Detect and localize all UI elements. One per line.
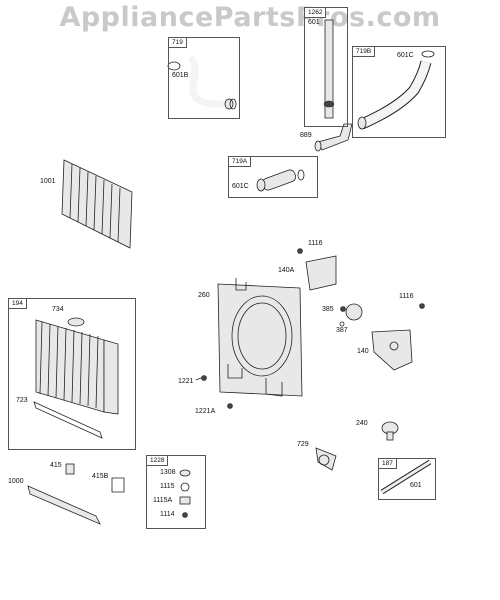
kit-box-label: 187 — [379, 459, 397, 469]
watermark-text: AppliancePartsPros.com — [59, 2, 441, 33]
kit-box-719B: 719B — [352, 46, 446, 138]
kit-box-label: 719A — [229, 157, 252, 167]
part-label-1308: 1308 — [160, 469, 176, 476]
kit-box-label: 719B — [353, 47, 376, 57]
kit-box-1262: 1262 — [304, 7, 348, 127]
part-label-1221A: 1221A — [195, 408, 216, 415]
kit-box-1228: 1228 — [146, 455, 206, 529]
hose-719A-drawing — [256, 169, 305, 192]
part-label-415: 415 — [50, 462, 62, 469]
part-label-734: 734 — [52, 306, 64, 313]
screen-1001-drawing — [61, 159, 133, 249]
seal-1000-drawing — [27, 485, 101, 525]
part-label-601C-mid: 601C — [232, 183, 249, 190]
part-label-729: 729 — [297, 441, 309, 448]
hose-719B-drawing — [357, 50, 435, 130]
bolts-1221-drawing — [195, 375, 233, 409]
kit-box-label: 1262 — [305, 8, 327, 18]
part-label-601: 601 — [308, 19, 320, 26]
part-label-260: 260 — [198, 292, 210, 299]
kit-box-194: 194 — [8, 298, 136, 450]
part-label-240: 240 — [356, 420, 368, 427]
kit-1228-drawing — [179, 469, 191, 518]
bracket-140-drawing — [371, 329, 413, 371]
kit-box-719A: 719A — [228, 156, 318, 198]
bracket-140A-drawing — [297, 248, 337, 291]
part-label-601B: 601B — [172, 72, 189, 79]
part-label-385: 385 — [322, 306, 334, 313]
part-label-601C-top: 601C — [397, 52, 414, 59]
part-label-140A: 140A — [278, 267, 295, 274]
sensor-385-drawing — [339, 303, 363, 327]
kit-box-label: 194 — [9, 299, 27, 309]
part-label-140: 140 — [357, 348, 369, 355]
part-label-723: 723 — [16, 397, 28, 404]
part-label-387: 387 — [336, 327, 348, 334]
kit-box-label: 1228 — [147, 456, 169, 466]
part-label-1115A: 1115A — [153, 497, 173, 504]
part-label-415B: 415B — [92, 473, 109, 480]
part-240-drawing — [381, 421, 399, 441]
part-label-1116-a: 1116 — [308, 240, 323, 247]
elbow-889-drawing — [314, 123, 353, 152]
tube-1262-drawing — [323, 19, 335, 119]
part-label-1221: 1221 — [178, 378, 194, 385]
radiator-194-drawing — [33, 317, 119, 439]
bolt-1116-drawing — [419, 303, 425, 309]
shroud-260-drawing — [217, 278, 303, 397]
part-415-drawing — [65, 463, 125, 493]
part-label-1000: 1000 — [8, 478, 24, 485]
kit-box-719: 719 — [168, 37, 240, 119]
part-label-1001: 1001 — [40, 178, 56, 185]
part-label-1114: 1114 — [160, 511, 175, 518]
part-label-1116-b: 1116 — [399, 293, 414, 300]
part-label-1115: 1115 — [160, 483, 175, 490]
clamp-729-drawing — [315, 447, 337, 471]
part-label-601-b187: 601 — [410, 482, 422, 489]
hose-719-drawing — [167, 55, 237, 110]
rod-187-drawing — [380, 459, 432, 495]
kit-box-187: 187 — [378, 458, 436, 500]
part-label-889: 889 — [300, 132, 312, 139]
kit-box-label: 719 — [169, 38, 187, 48]
